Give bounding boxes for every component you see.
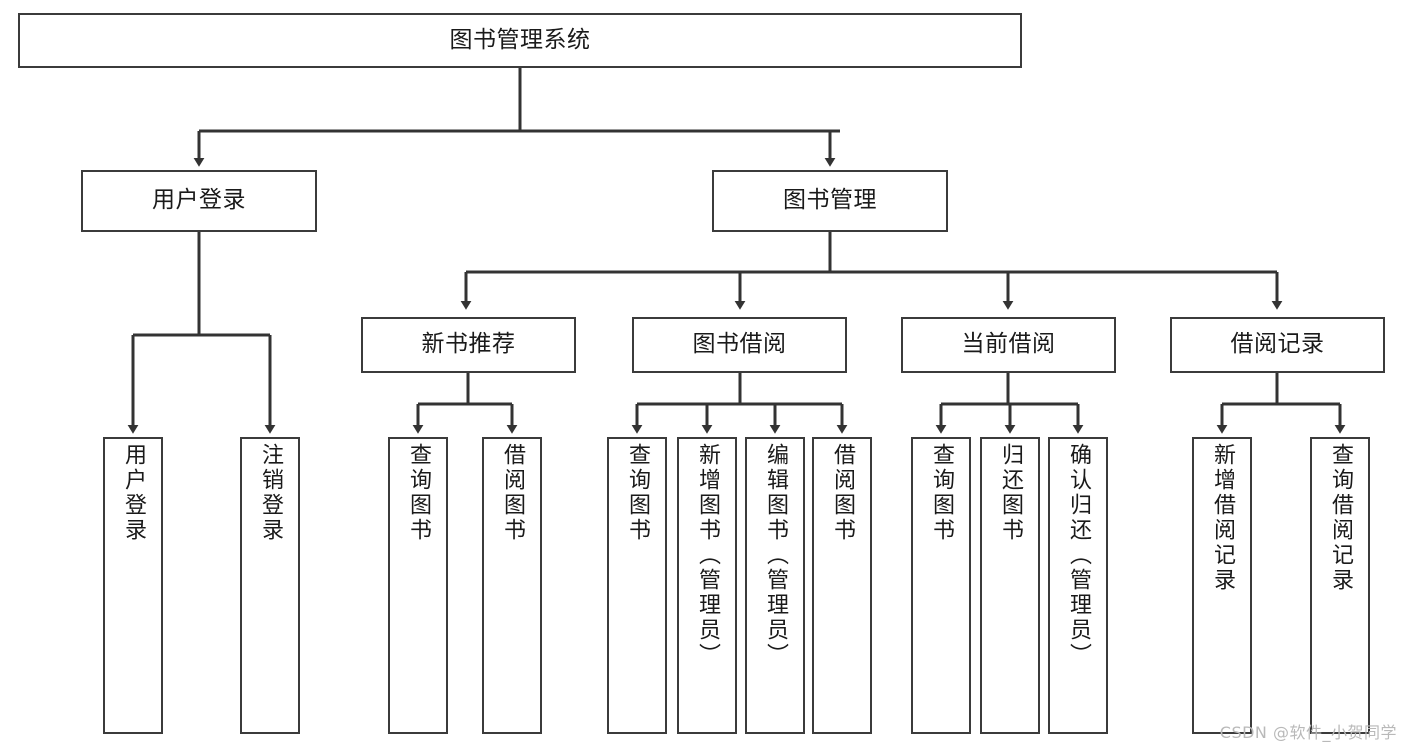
leaf-records-add-record[interactable]: 新增借阅记录 — [1192, 437, 1252, 734]
node-current-borrow[interactable]: 当前借阅 — [901, 317, 1116, 373]
node-label: 借阅图书 — [500, 443, 525, 543]
node-label: 新增借阅记录 — [1210, 443, 1235, 593]
leaf-newbook-query-book[interactable]: 查询图书 — [388, 437, 448, 734]
node-label: 用户登录 — [121, 443, 146, 543]
watermark: CSDN @软件_小贺同学 — [1219, 723, 1397, 742]
leaf-bookborrow-query-book[interactable]: 查询图书 — [607, 437, 667, 734]
node-label: 查询图书 — [406, 443, 431, 543]
node-label: 图书管理 — [783, 187, 877, 214]
node-label: 查询图书 — [929, 443, 954, 543]
node-label: 注销登录 — [258, 443, 283, 543]
leaf-currentborrow-query-book[interactable]: 查询图书 — [911, 437, 971, 734]
node-label: 确认归还（管理员） — [1066, 443, 1091, 668]
node-label: 查询图书 — [625, 443, 650, 543]
leaf-currentborrow-return-book[interactable]: 归还图书 — [980, 437, 1040, 734]
node-book-management[interactable]: 图书管理 — [712, 170, 948, 232]
node-label: 新增图书（管理员） — [695, 443, 720, 668]
leaf-logout[interactable]: 注销登录 — [240, 437, 300, 734]
node-book-borrow[interactable]: 图书借阅 — [632, 317, 847, 373]
node-label: 新书推荐 — [421, 331, 516, 358]
node-root-book-management-system[interactable]: 图书管理系统 — [18, 13, 1022, 68]
leaf-user-login[interactable]: 用户登录 — [103, 437, 163, 734]
node-user-login[interactable]: 用户登录 — [81, 170, 317, 232]
node-label: 图书管理系统 — [449, 26, 591, 53]
node-borrow-records[interactable]: 借阅记录 — [1170, 317, 1385, 373]
node-new-book-recommend[interactable]: 新书推荐 — [361, 317, 576, 373]
node-label: 借阅图书 — [830, 443, 855, 543]
node-label: 归还图书 — [998, 443, 1023, 543]
node-label: 图书借阅 — [692, 331, 787, 358]
leaf-records-query-record[interactable]: 查询借阅记录 — [1310, 437, 1370, 734]
node-label: 查询借阅记录 — [1328, 443, 1353, 593]
leaf-bookborrow-borrow-book[interactable]: 借阅图书 — [812, 437, 872, 734]
node-label: 编辑图书（管理员） — [763, 443, 788, 668]
node-label: 当前借阅 — [961, 331, 1056, 358]
leaf-bookborrow-add-book-admin[interactable]: 新增图书（管理员） — [677, 437, 737, 734]
node-label: 用户登录 — [152, 187, 246, 214]
node-label: 借阅记录 — [1230, 331, 1325, 358]
leaf-newbook-borrow-book[interactable]: 借阅图书 — [482, 437, 542, 734]
leaf-currentborrow-confirm-return-admin[interactable]: 确认归还（管理员） — [1048, 437, 1108, 734]
leaf-bookborrow-edit-book-admin[interactable]: 编辑图书（管理员） — [745, 437, 805, 734]
